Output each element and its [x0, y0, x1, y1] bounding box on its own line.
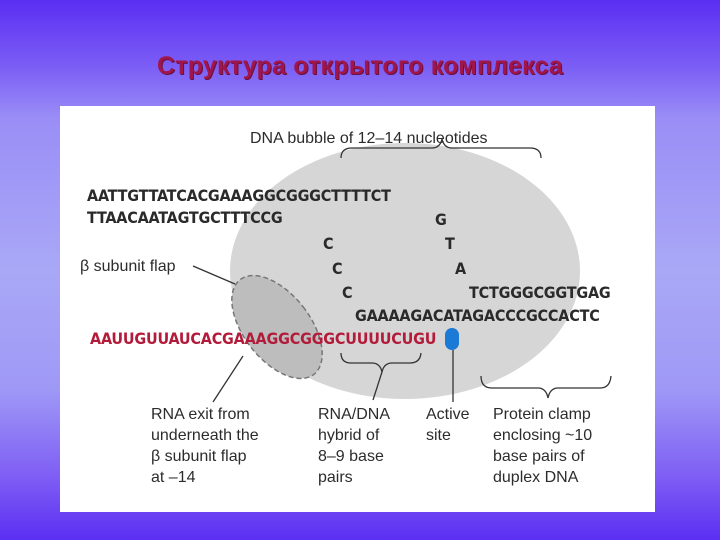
bubble-base-right-2: T: [445, 234, 455, 253]
beta-flap-shape: [231, 274, 323, 380]
clamp-label: Protein clamp enclosing ~10 base pairs o…: [493, 406, 593, 486]
bubble-base-left-1: C: [323, 234, 334, 253]
bubble-base-right-1: G: [435, 210, 447, 229]
hybrid-pointer-line: [372, 371, 383, 401]
bubble-base-left-2: C: [332, 259, 343, 278]
bubble-base-right-3: A: [455, 259, 466, 278]
active-site-label: Active site: [426, 406, 470, 444]
rna-transcript: AAUUGUUAUCACGAAAGGCGGGCUUUUCUGU: [90, 329, 437, 348]
diagram-panel: DNA bubble of 12–14 nucleotides AATTGTTA…: [60, 106, 655, 512]
flap-pointer-line: [192, 265, 236, 285]
slide-title: Структура открытого комплекса: [157, 52, 563, 80]
hybrid-label: RNA/DNA hybrid of 8–9 base pairs: [318, 406, 391, 486]
dna-top-strand: AATTGTTATCACGAAAGGCGGGCTTTTCT: [87, 186, 391, 205]
bubble-label: DNA bubble of 12–14 nucleotides: [250, 130, 488, 147]
rna-exit-label: RNA exit from underneath the β subunit f…: [151, 406, 259, 486]
dna-bottom-strand-upstream: TTAACAATAGTGCTTTCCG: [87, 208, 283, 227]
bubble-brace-icon: [340, 138, 542, 159]
dna-downstream-bottom: GAAAAGACATAGACCCGCCACTC: [355, 306, 600, 325]
flap-label: β subunit flap: [80, 258, 176, 275]
dna-downstream-top: TCTGGGCGGTGAG: [469, 283, 611, 302]
rna-exit-pointer-line: [212, 355, 244, 403]
bubble-base-left-3: C: [342, 283, 353, 302]
diagram-graphics: [192, 138, 612, 403]
active-site-marker: [445, 328, 459, 350]
clamp-brace-icon: [480, 375, 612, 399]
